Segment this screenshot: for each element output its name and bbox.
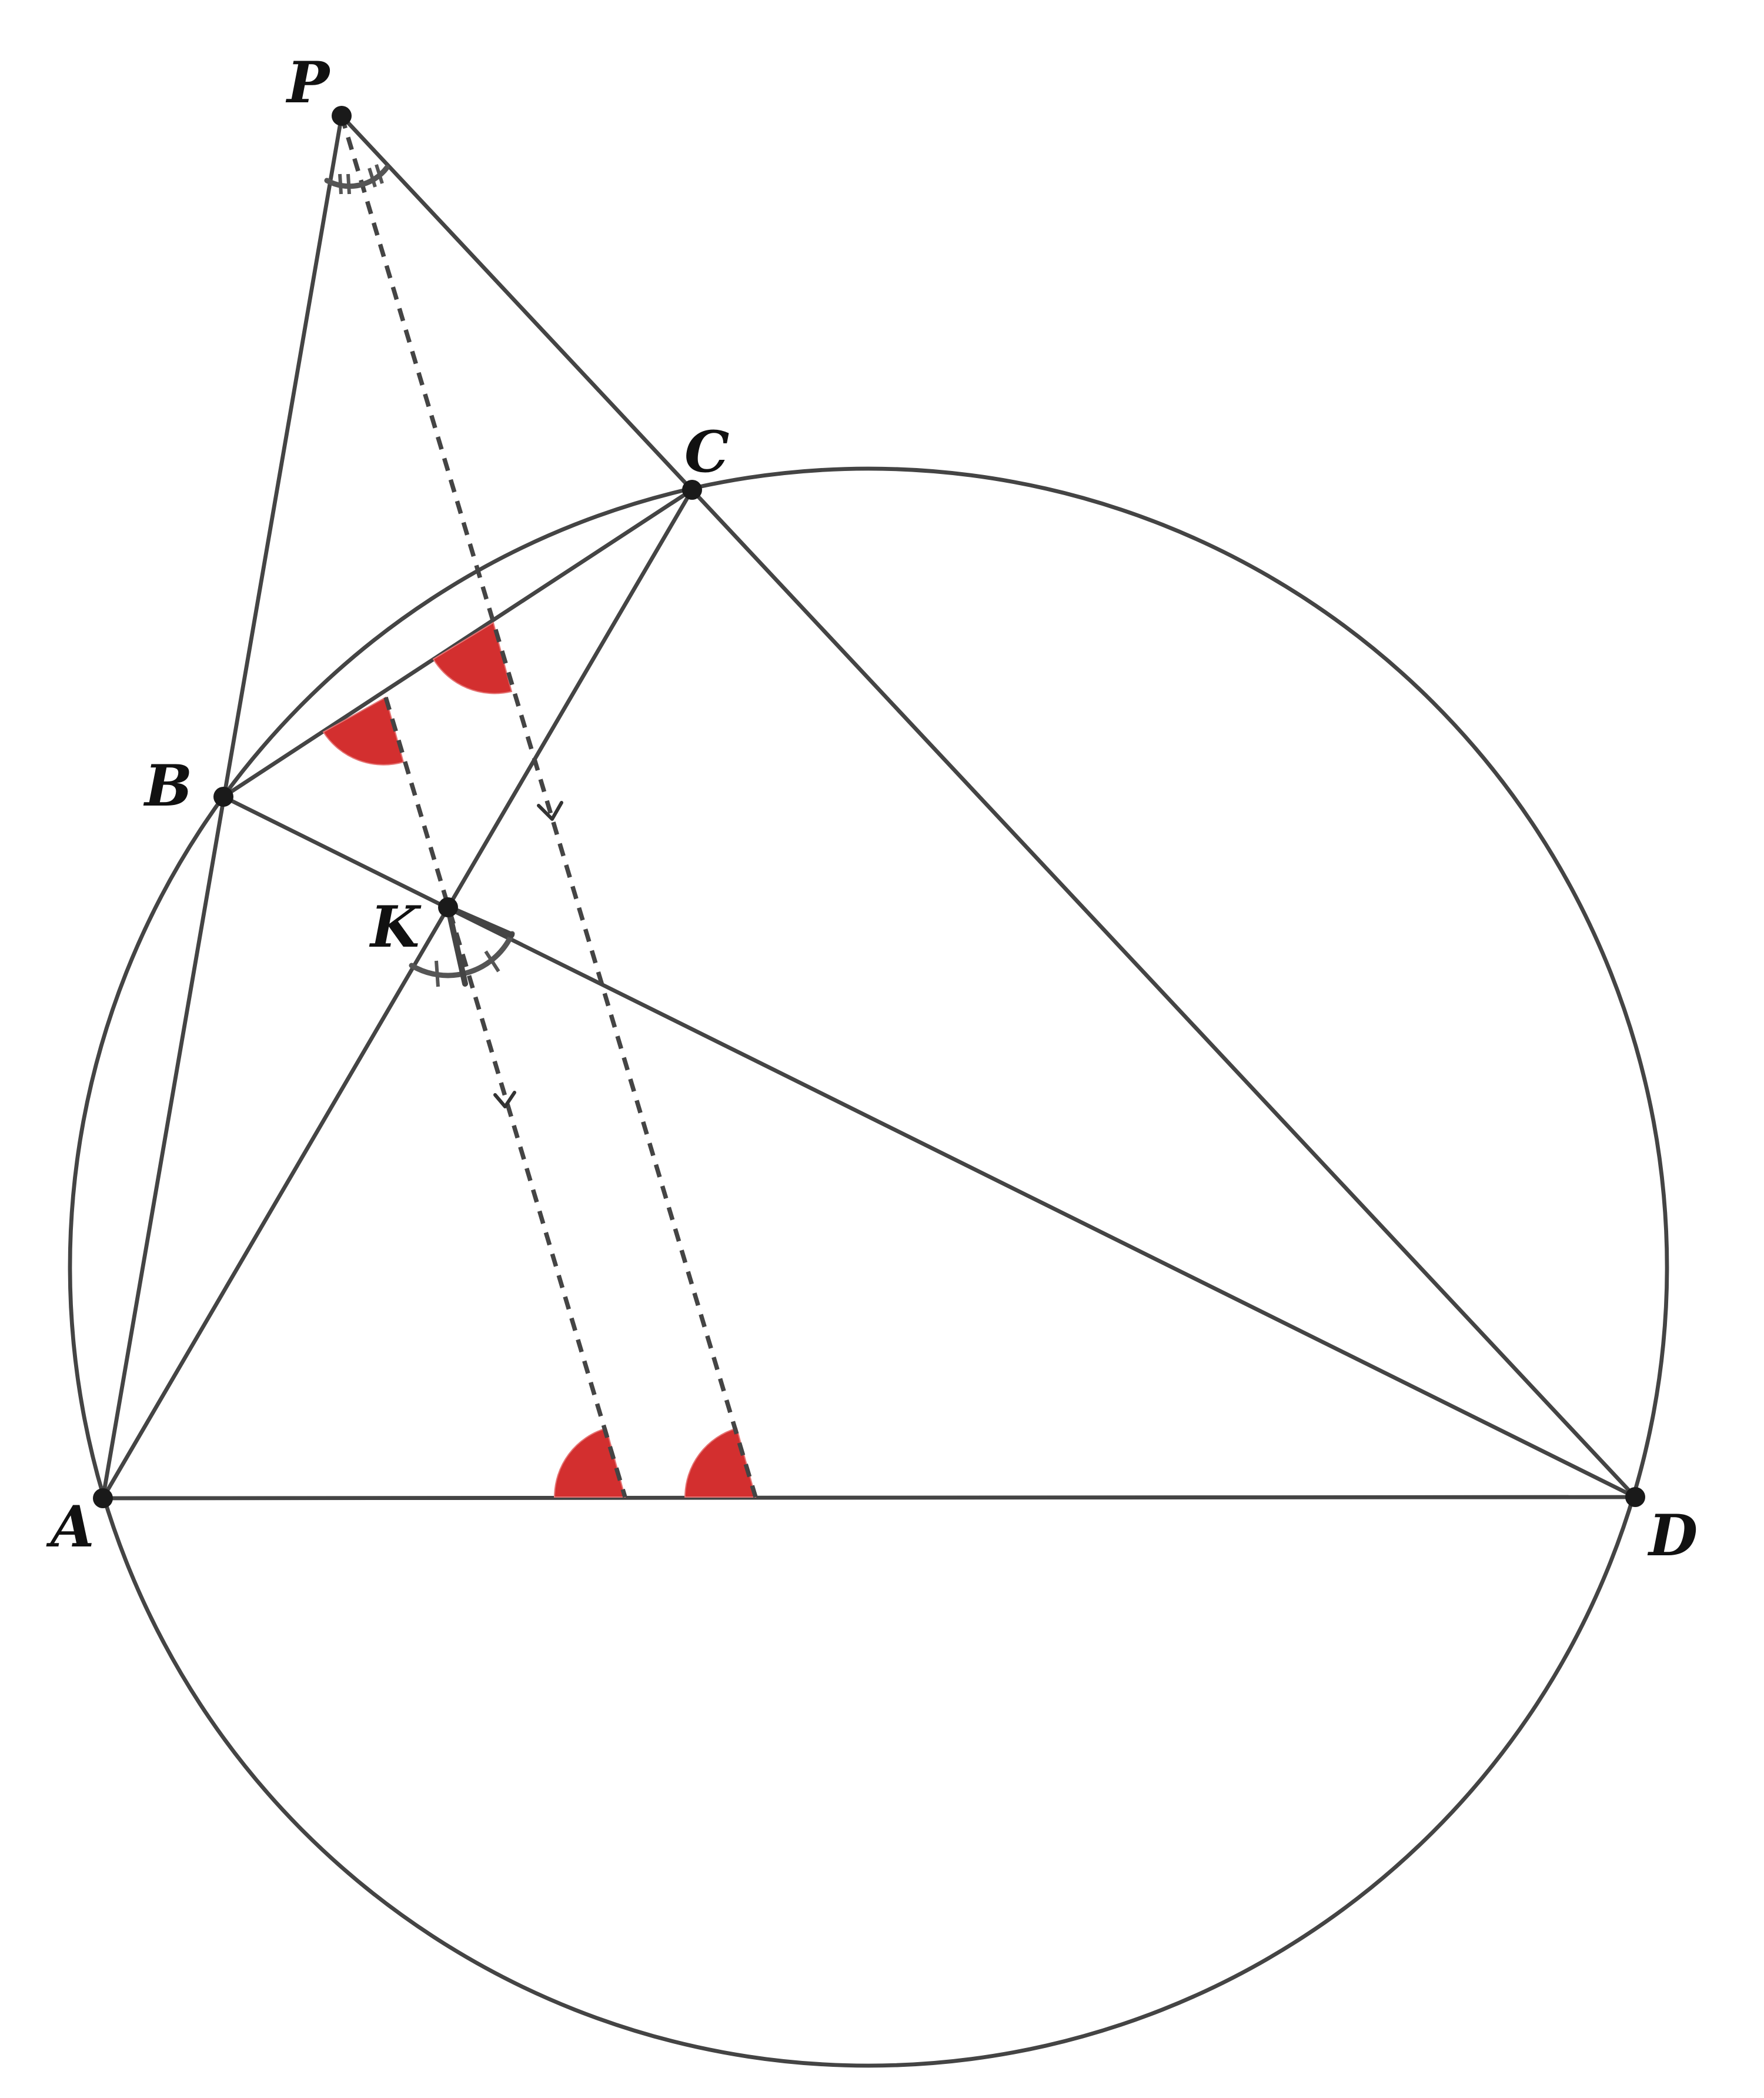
angle-arc-P bbox=[324, 165, 390, 189]
segment-AC bbox=[101, 487, 694, 1501]
label-A: A bbox=[46, 1494, 94, 1560]
angle-arc-K bbox=[409, 931, 515, 978]
tick-K-2 bbox=[484, 950, 500, 973]
point-P bbox=[332, 106, 352, 126]
segment-PA bbox=[101, 113, 344, 1501]
segment-AD bbox=[101, 1495, 1638, 1501]
label-D: D bbox=[1647, 1502, 1698, 1569]
angle-marker-C-line bbox=[432, 622, 513, 694]
angle-marker-A-left bbox=[553, 1427, 626, 1498]
circumcircle bbox=[68, 466, 1669, 2068]
arrow-marker-1 bbox=[537, 801, 563, 821]
point-K bbox=[438, 897, 458, 917]
label-B: B bbox=[143, 753, 192, 819]
segment-BC bbox=[221, 487, 694, 799]
tick-P-4 bbox=[375, 164, 384, 184]
label-K: K bbox=[369, 894, 422, 960]
tick-K-1 bbox=[435, 960, 440, 987]
tick-P-3 bbox=[368, 168, 377, 188]
point-A bbox=[93, 1488, 113, 1508]
tick-P-2 bbox=[346, 173, 351, 195]
angle-marker-B-line bbox=[322, 696, 405, 766]
label-C: C bbox=[684, 419, 729, 485]
bisector-K bbox=[445, 904, 468, 987]
arrow-marker-2 bbox=[493, 1091, 516, 1108]
angle-marker-A-right bbox=[684, 1427, 757, 1498]
label-P: P bbox=[285, 49, 331, 116]
point-C bbox=[682, 480, 702, 500]
tick-P-1 bbox=[338, 173, 343, 195]
point-D bbox=[1625, 1487, 1645, 1507]
segment-PD bbox=[339, 113, 1638, 1499]
segment-BD bbox=[221, 794, 1638, 1499]
bisector-K-stub bbox=[445, 904, 514, 938]
point-B bbox=[213, 787, 233, 807]
dashed-line-K bbox=[383, 696, 627, 1498]
dashed-line-P bbox=[339, 115, 758, 1498]
